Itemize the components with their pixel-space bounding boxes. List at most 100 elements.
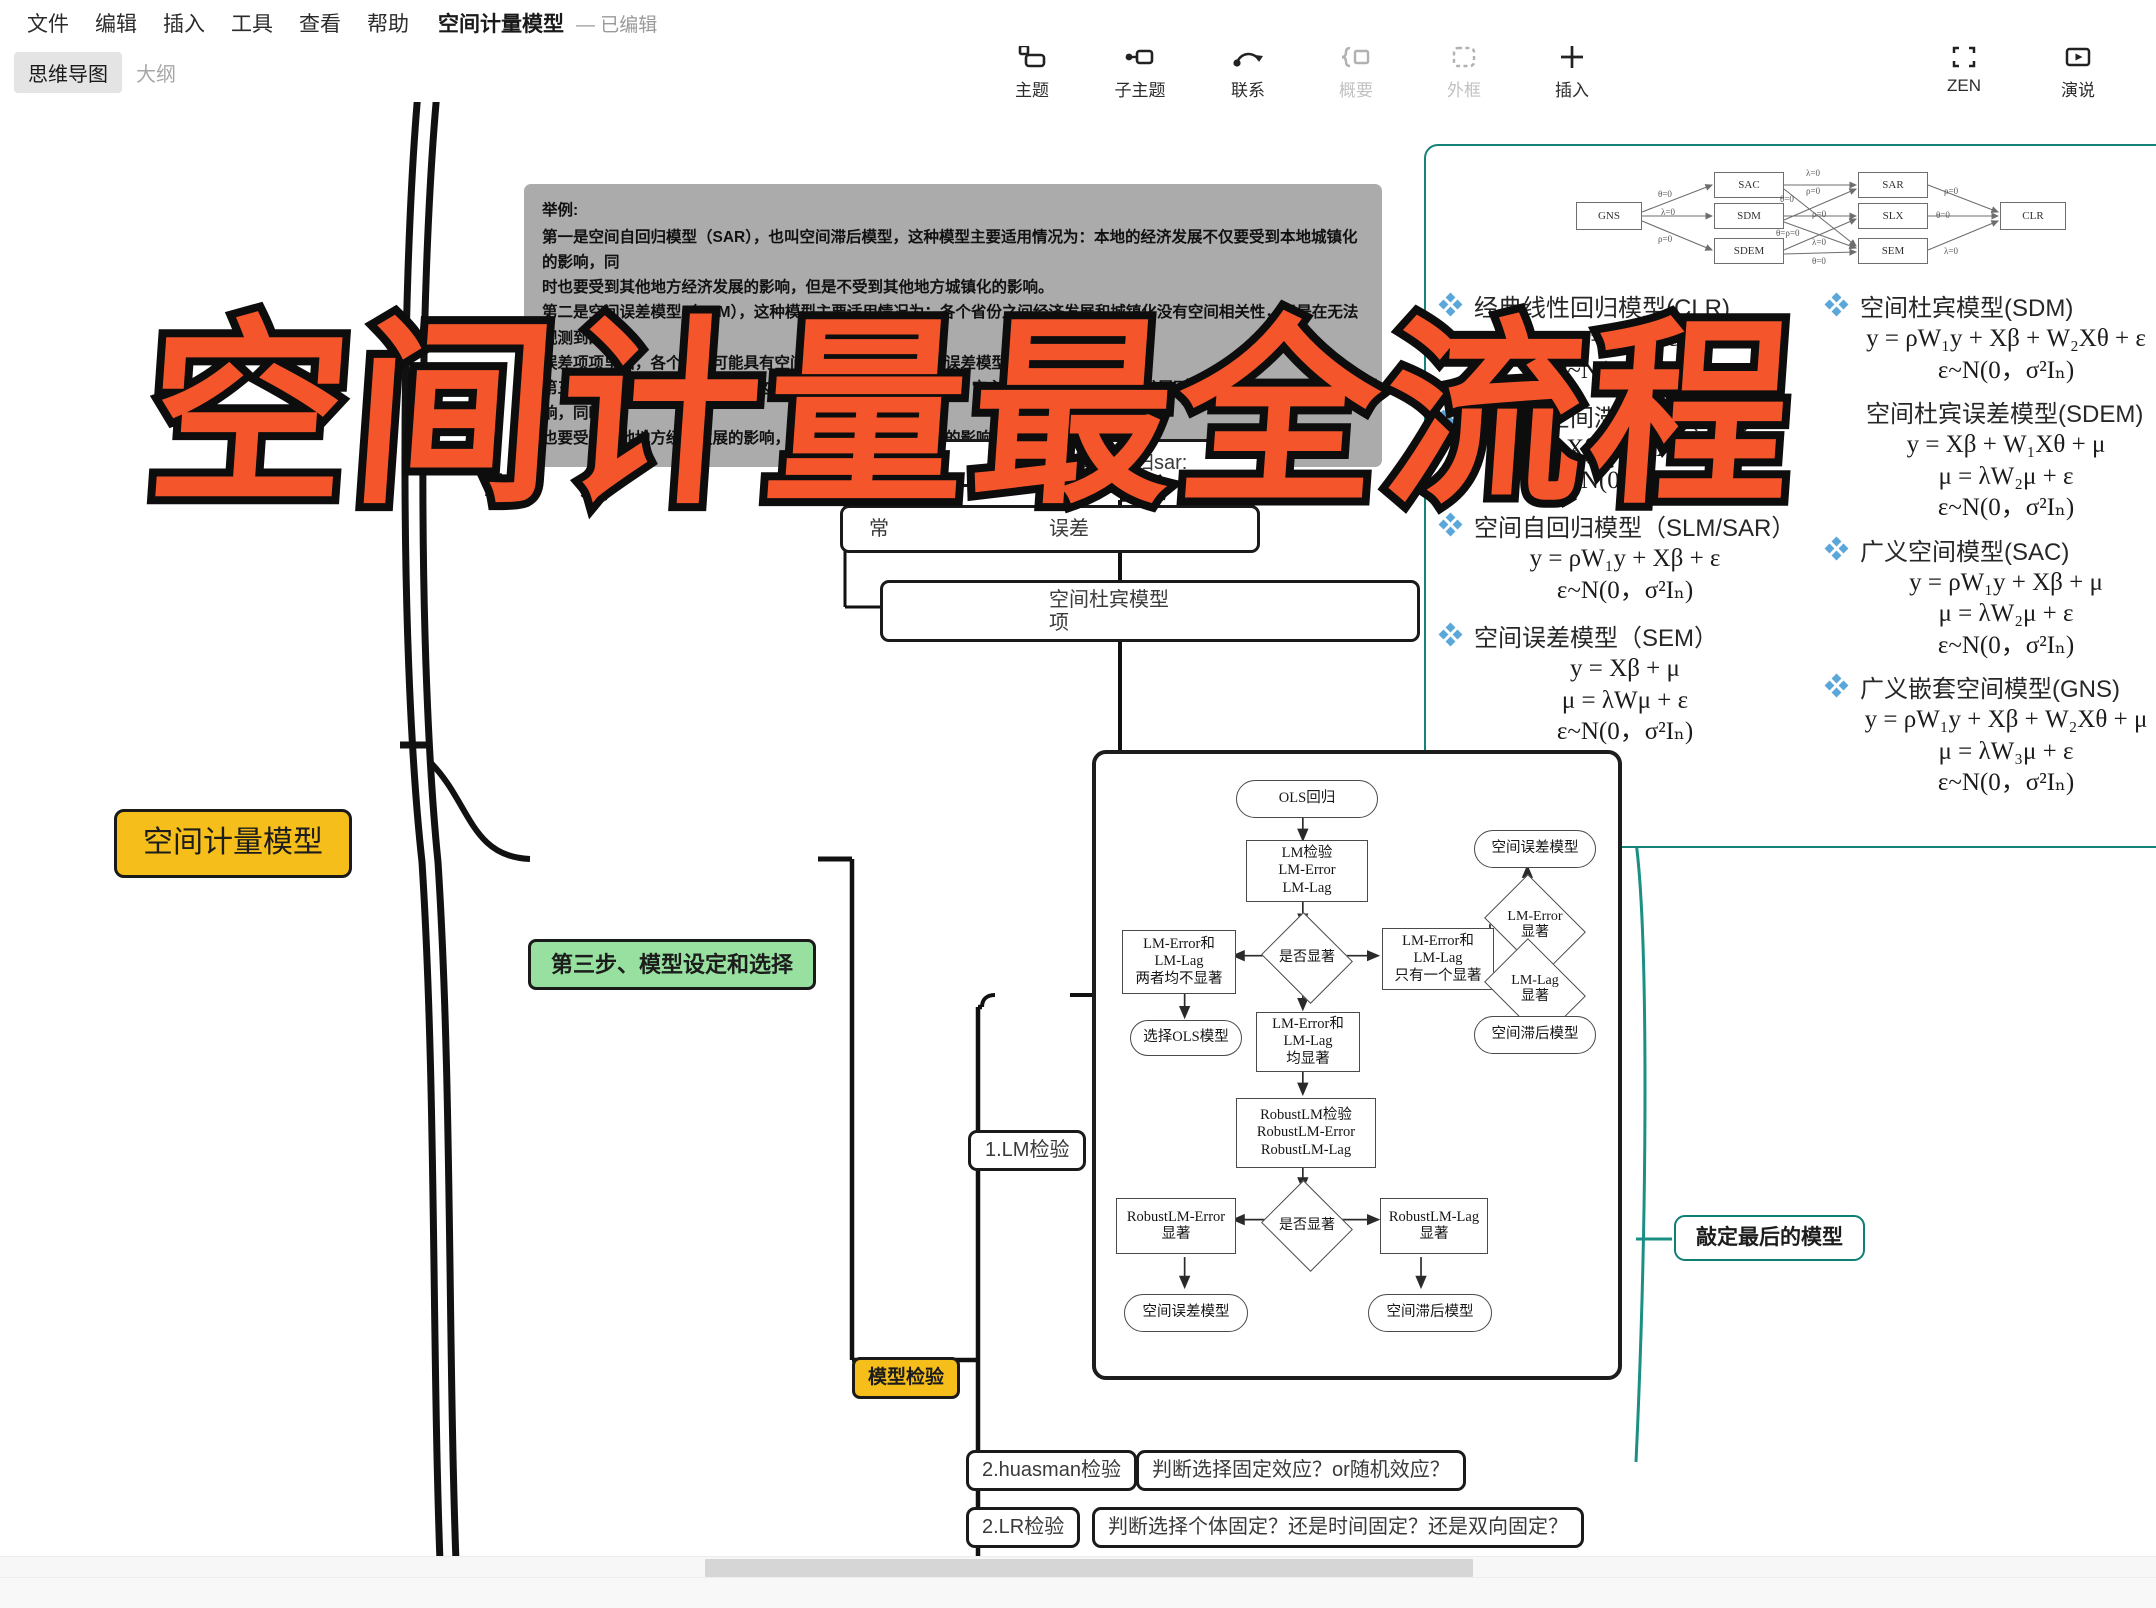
menu-item-edit[interactable]: 编辑 — [95, 13, 137, 36]
model-clr-formula-2: ε~N(0，σ²Iₙ) — [1556, 356, 1694, 384]
model-sac-formula-2: μ = λW₂μ + ε — [1938, 600, 2074, 627]
models-overview-card[interactable]: GNS SAC SDM SDEM SAR SLX SEM CLR θ=0 λ=0… — [1424, 144, 2156, 848]
rb-err-l2: 显著 — [1161, 1226, 1191, 1242]
gns-node-sac-label: SAC — [1738, 179, 1760, 191]
model-sem-header: 空间误差模型（SEM） — [1438, 618, 1810, 653]
none-sig-l2: LM-Lag — [1154, 953, 1204, 970]
mindmap-connectors — [400, 102, 1672, 1557]
horizontal-scrollbar-thumb[interactable] — [705, 1559, 1473, 1577]
lm-lag-sig-l1: LM-Lag — [1511, 973, 1559, 989]
gns-edge-label-6: θ=0 — [1780, 194, 1794, 204]
mindmap-node-step3[interactable]: 第三步、模型设定和选择 — [528, 939, 817, 991]
model-sdm-formula-1: y = ρW₁y + Xβ + W₂Xθ + ε — [1866, 325, 2146, 352]
mindmap-node-hausman-detail[interactable]: 判断选择固定效应？or随机效应？ — [1136, 1450, 1466, 1491]
model-sdm-formula-2: ε~N(0，σ²Iₙ) — [1937, 356, 2075, 384]
note-line-2: 时也要受到其他地方经济发展的影响，但是不受到其他地方城镇化的影响。 — [542, 279, 1054, 297]
lm-lag-sig-l2: 显著 — [1521, 989, 1549, 1004]
diamond-bullet-icon — [1438, 512, 1463, 537]
occluded-node-4-label: 空间杜宾模型 — [1049, 589, 1169, 611]
lm-lag-sig-text: LM-Lag 显著 — [1511, 973, 1558, 1004]
robust-l2: RobustLM-Error — [1256, 1124, 1356, 1141]
model-sdm-name: 空间杜宾模型(SDM) — [1860, 295, 2074, 322]
document-save-state: — 已编辑 — [576, 14, 658, 36]
lm-error-sig-l1: LM-Error — [1507, 909, 1563, 925]
flow-decision-lm-error-significant: LM-Error 显著 — [1484, 874, 1586, 976]
document-title[interactable]: 空间计量模型 — [438, 13, 564, 36]
model-gns-formula-1: y = ρW₁y + Xβ + W₂Xθ + μ — [1864, 706, 2148, 733]
subtopic-icon — [1124, 42, 1156, 72]
tab-mindmap[interactable]: 思维导图 — [14, 52, 122, 93]
mindmap-node-occluded-1[interactable]: 间自回归sar: — [880, 439, 1262, 487]
example-note-card[interactable]: 举例: 第一是空间自回归模型（SAR），也叫空间滞后模型，这种模型主要适用情况为… — [524, 184, 1382, 468]
toolbar-subtopic-button[interactable]: 子主题 — [1108, 42, 1172, 101]
note-title: 举例: — [542, 202, 579, 219]
menu-item-insert[interactable]: 插入 — [163, 13, 205, 36]
model-sar-formula-2: ε~N(0，σ²Iₙ) — [1556, 576, 1694, 604]
mindmap-node-occluded-2[interactable]: 常 误差 — [840, 505, 1260, 553]
toolbar: 思维导图 大纲 主题 子主题 — [0, 44, 2156, 102]
slm-top-label: 空间滞后模型 — [1491, 1026, 1579, 1043]
model-sac-formula-3: ε~N(0，σ²Iₙ) — [1937, 631, 2075, 659]
note-line-5: 第三是空间杜宾模型（SDM），这种模型在回归当中最为常见，它主要适用于本地的经济… — [542, 379, 1360, 422]
lr-detail-label: 判断选择个体固定？还是时间固定？还是双向固定？ — [1108, 1516, 1568, 1538]
menu-item-file[interactable]: 文件 — [27, 13, 69, 36]
gns-node-gns-label: GNS — [1597, 210, 1620, 222]
menu-item-view[interactable]: 查看 — [299, 13, 341, 36]
menu-item-tools[interactable]: 工具 — [231, 13, 273, 36]
step3-label: 第三步、模型设定和选择 — [551, 952, 794, 977]
gns-edge-label-4: λ=0 — [1806, 168, 1820, 178]
robust-l3: RobustLM-Lag — [1260, 1141, 1352, 1158]
mindmap-node-final-model[interactable]: 敲定最后的模型 — [1674, 1215, 1865, 1262]
model-slx-formula-2: ε~N(0，σ²Iₙ) — [1556, 466, 1694, 494]
rb-lag-l1: RobustLM-Lag — [1388, 1208, 1480, 1225]
model-gns-formula-2: μ = λW₃μ + ε — [1938, 737, 2074, 765]
toolbar-insert-button[interactable]: 插入 — [1540, 42, 1604, 101]
model-sdem-formula-2: μ = λW₂μ + ε — [1938, 462, 2074, 490]
model-test-label: 模型检验 — [868, 1367, 945, 1388]
flow-node-choose-ols: 选择OLS模型 — [1130, 1020, 1242, 1056]
none-sig-l1: LM-Error和 — [1143, 936, 1215, 953]
fullscreen-icon — [1950, 42, 1978, 72]
mindmap-node-hausman-test[interactable]: 2.huasman检验 — [966, 1450, 1137, 1491]
menu-item-help[interactable]: 帮助 — [367, 13, 409, 36]
flow-lm-l3: LM-Lag — [1282, 879, 1332, 896]
mindmap-node-model-test[interactable]: 模型检验 — [852, 1357, 961, 1399]
hausman-test-label: 2.huasman检验 — [982, 1459, 1121, 1481]
toolbar-zen-label: ZEN — [1947, 76, 1981, 95]
toolbar-right-actions: ZEN 演说 — [1932, 42, 2110, 101]
rb-lag-l2: 显著 — [1419, 1226, 1449, 1242]
gns-relationship-diagram: GNS SAC SDM SDEM SAR SLX SEM CLR θ=0 λ=0… — [1566, 164, 2086, 269]
lm-test-flowchart[interactable]: OLS回归 LM检验 LM-Error LM-Lag 是否显著 LM-Error… — [1092, 750, 1622, 1380]
mindmap-node-lr-detail[interactable]: 判断选择个体固定？还是时间固定？还是双向固定？ — [1092, 1507, 1584, 1548]
mindmap-node-lm-test[interactable]: 1.LM检验 — [968, 1130, 1087, 1171]
horizontal-scrollbar[interactable] — [0, 1556, 2156, 1578]
flow-node-one-significant: LM-Error和 LM-Lag 只有一个显著 — [1382, 928, 1494, 990]
tab-outline[interactable]: 大纲 — [136, 64, 176, 86]
model-sar-header: 空间自回归模型（SLM/SAR） — [1438, 508, 1810, 543]
gns-node-sac: SAC — [1714, 172, 1784, 198]
toolbar-topic-button[interactable]: 主题 — [1000, 42, 1064, 101]
one-sig-l3: 只有一个显著 — [1394, 967, 1482, 984]
gns-node-sar: SAR — [1858, 172, 1928, 198]
toolbar-present-label: 演说 — [2061, 81, 2095, 100]
gns-node-sdm: SDM — [1714, 203, 1784, 229]
toolbar-relation-button[interactable]: 联系 — [1216, 42, 1280, 101]
toolbar-present-button[interactable]: 演说 — [2046, 42, 2110, 101]
flow-node-none-significant: LM-Error和 LM-Lag 两者均不显著 — [1122, 930, 1236, 994]
toolbar-zen-button[interactable]: ZEN — [1932, 42, 1996, 101]
mindmap-node-lr-test[interactable]: 2.LR检验 — [966, 1507, 1081, 1548]
flow-decision2-label: 是否显著 — [1279, 1218, 1335, 1234]
mindmap-node-occluded-3[interactable]: 空间杜宾模型 项 — [880, 580, 1420, 642]
model-slx-formula-1: y = Xβ + W₁Xθ + ε — [1527, 435, 1723, 462]
slm-bottom-label: 空间滞后模型 — [1386, 1304, 1474, 1321]
flow-node-slm-top: 空间滞后模型 — [1474, 1016, 1596, 1054]
gns-node-sem: SEM — [1858, 238, 1928, 264]
model-clr-name: 经典线性回归模型(CLR) — [1474, 295, 1730, 322]
flow-node-lm-test: LM检验 LM-Error LM-Lag — [1246, 840, 1368, 902]
flow-node-ols: OLS回归 — [1236, 780, 1378, 818]
sem-bottom-label: 空间误差模型 — [1142, 1304, 1230, 1321]
mindmap-canvas[interactable]: 举例: 第一是空间自回归模型（SAR），也叫空间滞后模型，这种模型主要适用情况为… — [0, 102, 2156, 1557]
mindmap-root-node[interactable]: 空间计量模型 — [114, 809, 352, 878]
model-slx-header: 自变量空间滞后模型(SLX) — [1438, 398, 1810, 433]
flow-lm-l2: LM-Error — [1278, 862, 1336, 879]
